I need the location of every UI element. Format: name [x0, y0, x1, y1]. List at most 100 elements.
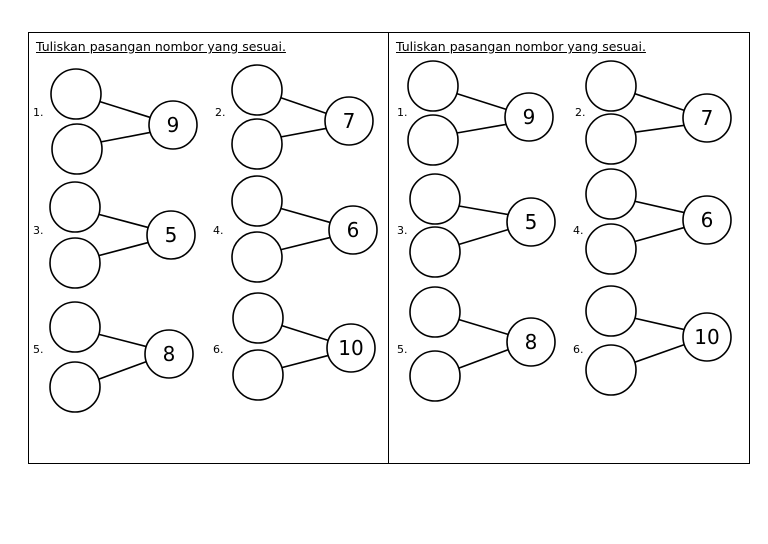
worksheet-title: Tuliskan pasangan nombor yang sesuai. [396, 39, 646, 54]
whole-circle [682, 312, 732, 362]
number-bond: 6 4. [213, 175, 378, 283]
bond-line [452, 91, 508, 111]
whole-circle [144, 329, 194, 379]
number-bond: 5 3. [397, 173, 556, 278]
question-number: 4. [573, 224, 584, 237]
bond-line [630, 316, 686, 331]
whole-number: 5 [525, 210, 538, 234]
empty-part-circle [585, 285, 637, 337]
empty-part-circle [231, 231, 283, 283]
empty-part-circle [232, 292, 284, 344]
empty-part-circle [585, 113, 637, 165]
worksheet-right: Tuliskan pasangan nombor yang sesuai. 9 1… [388, 32, 750, 464]
empty-part-circle [49, 301, 101, 353]
empty-part-circle [409, 173, 461, 225]
empty-part-circle [409, 350, 461, 402]
bond-line [277, 354, 330, 370]
number-bond: 9 1. [33, 68, 198, 175]
whole-number: 6 [701, 208, 714, 232]
whole-number: 5 [165, 223, 178, 247]
empty-part-circle [407, 60, 459, 112]
bond-line [94, 360, 148, 382]
number-bond: 8 5. [397, 286, 556, 402]
whole-number: 7 [701, 106, 714, 130]
bond-line [94, 332, 148, 348]
bond-line [630, 91, 686, 112]
bond-line [277, 323, 330, 342]
whole-circle [506, 197, 556, 247]
number-bond: 6 4. [573, 168, 732, 275]
whole-circle [328, 205, 378, 255]
bond-line [630, 124, 686, 134]
empty-part-circle [231, 175, 283, 227]
question-number: 6. [213, 343, 224, 356]
question-number: 4. [213, 224, 224, 237]
question-number: 2. [575, 106, 586, 119]
question-number: 1. [33, 106, 44, 119]
number-bond: 10 6. [213, 292, 376, 401]
whole-number: 8 [163, 342, 176, 366]
bond-line [276, 95, 328, 115]
question-number: 5. [33, 343, 44, 356]
bond-line [276, 127, 328, 139]
whole-circle [326, 323, 376, 373]
number-bond: 5 3. [33, 181, 196, 289]
whole-circle [146, 210, 196, 260]
empty-part-circle [409, 286, 461, 338]
whole-number: 6 [347, 218, 360, 242]
bond-line [276, 236, 332, 252]
number-bond: 7 2. [575, 60, 732, 165]
bond-line [454, 317, 510, 336]
question-number: 3. [33, 224, 44, 237]
whole-circle [682, 93, 732, 143]
bond-line [454, 204, 510, 216]
bond-line [630, 199, 686, 214]
bond-line [454, 228, 510, 247]
whole-number: 10 [338, 336, 363, 360]
empty-part-circle [50, 68, 102, 120]
bond-line [630, 226, 686, 244]
bond-line [96, 131, 152, 144]
empty-part-circle [585, 168, 637, 220]
question-number: 3. [397, 224, 408, 237]
empty-part-circle [231, 118, 283, 170]
question-number: 2. [215, 106, 226, 119]
number-bond: 7 2. [215, 64, 374, 170]
whole-number: 9 [523, 105, 536, 129]
question-number: 5. [397, 343, 408, 356]
empty-part-circle [409, 226, 461, 278]
whole-number: 10 [694, 325, 719, 349]
empty-part-circle [51, 123, 103, 175]
empty-part-circle [49, 361, 101, 413]
whole-number: 8 [525, 330, 538, 354]
whole-circle [682, 195, 732, 245]
question-number: 6. [573, 343, 584, 356]
whole-circle [324, 96, 374, 146]
empty-part-circle [585, 344, 637, 396]
bond-line [276, 206, 332, 224]
whole-circle [148, 100, 198, 150]
whole-number: 9 [167, 113, 180, 137]
number-bond: 8 5. [33, 301, 194, 413]
empty-part-circle [585, 223, 637, 275]
bond-line [454, 348, 510, 371]
worksheet-left: Tuliskan pasangan nombor yang sesuai. 9 1… [28, 32, 389, 464]
question-number: 1. [397, 106, 408, 119]
bond-line [94, 241, 150, 258]
bond-line [452, 123, 508, 135]
empty-part-circle [49, 181, 101, 233]
bond-line [630, 343, 686, 365]
whole-circle [504, 92, 554, 142]
empty-part-circle [407, 114, 459, 166]
whole-circle [506, 317, 556, 367]
bond-line [95, 99, 152, 119]
worksheet-title: Tuliskan pasangan nombor yang sesuai. [36, 39, 286, 54]
empty-part-circle [232, 349, 284, 401]
number-bond-area: 9 1. 7 2. 5 3. 6 4. 8 5. 10 6. [33, 64, 378, 413]
number-bond: 10 6. [573, 285, 732, 396]
number-bond-area: 9 1. 7 2. 5 3. 6 4. 8 5. 10 6. [397, 60, 732, 402]
number-bond: 9 1. [397, 60, 554, 166]
whole-number: 7 [343, 109, 356, 133]
bond-line [94, 212, 150, 229]
empty-part-circle [49, 237, 101, 289]
